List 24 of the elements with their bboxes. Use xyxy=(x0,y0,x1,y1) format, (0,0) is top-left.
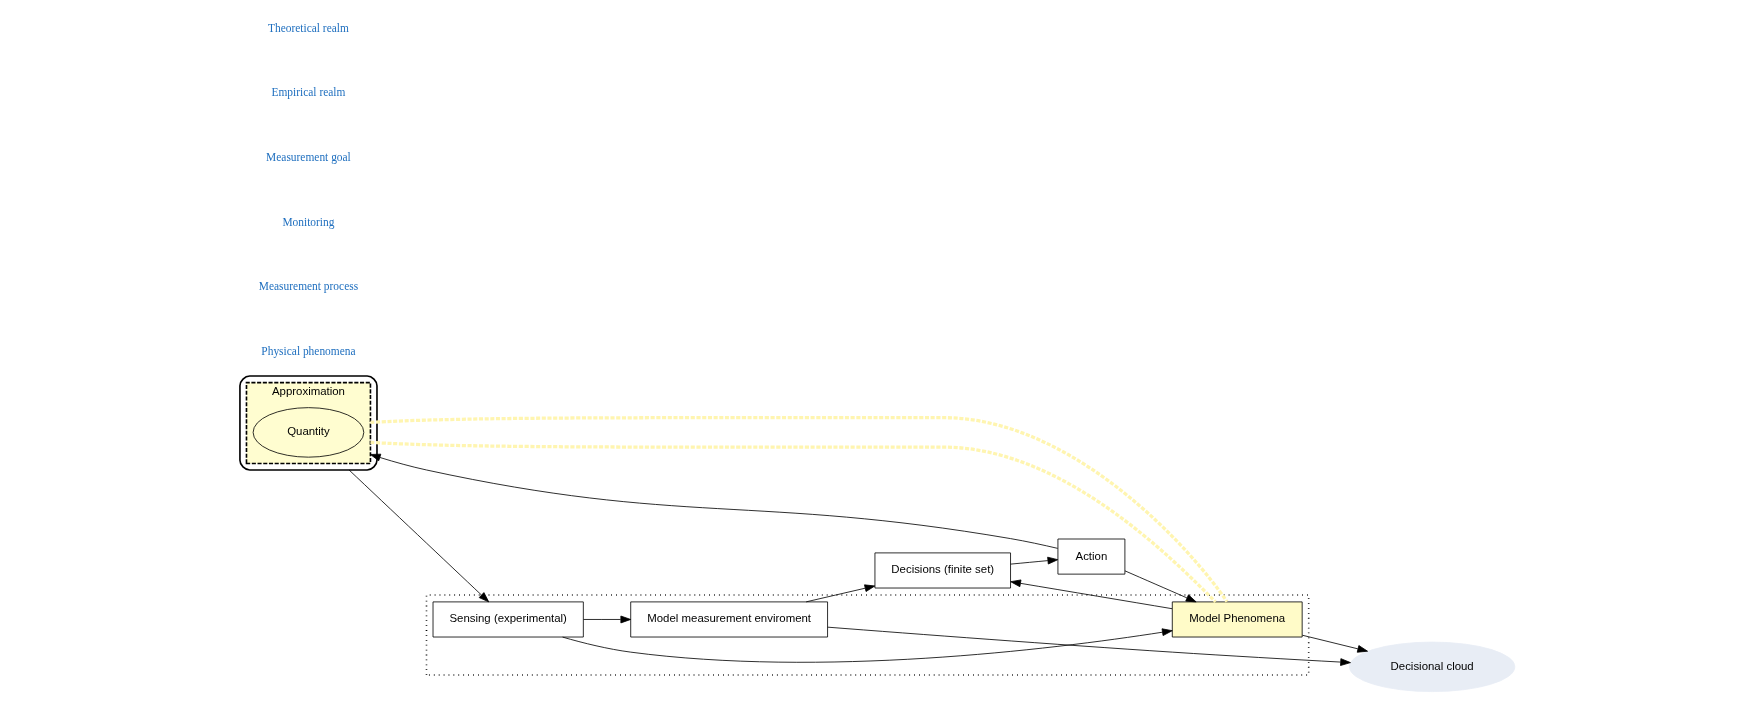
arrow xyxy=(805,584,875,603)
cluster xyxy=(238,375,378,471)
arrow xyxy=(369,453,1058,549)
label: Empirical realm xyxy=(271,86,345,99)
node-box: Model measurement enviroment xyxy=(629,601,828,638)
arrow xyxy=(826,626,1351,666)
label: Measurement goal xyxy=(265,150,351,163)
node-ellipse: Decisional cloud xyxy=(1348,641,1515,692)
arrow xyxy=(348,469,489,603)
node-box: Decisions (finite set) xyxy=(874,552,1011,589)
arrow xyxy=(1009,579,1172,610)
label: Monitoring xyxy=(281,215,334,228)
label: Theoretical realm xyxy=(267,21,349,34)
arrow xyxy=(1009,556,1058,565)
node-box: Model Phenomena xyxy=(1171,601,1303,638)
arrow xyxy=(582,615,631,624)
node-ellipse: Quantity xyxy=(252,407,364,458)
arrow xyxy=(1124,570,1196,603)
label: Measurement process xyxy=(258,280,358,293)
label: Physical phenomena xyxy=(260,344,356,357)
arrow xyxy=(1301,634,1368,653)
node-box: Action xyxy=(1057,538,1125,575)
node-box: Sensing (experimental) xyxy=(432,601,584,638)
arrow xyxy=(561,628,1173,663)
